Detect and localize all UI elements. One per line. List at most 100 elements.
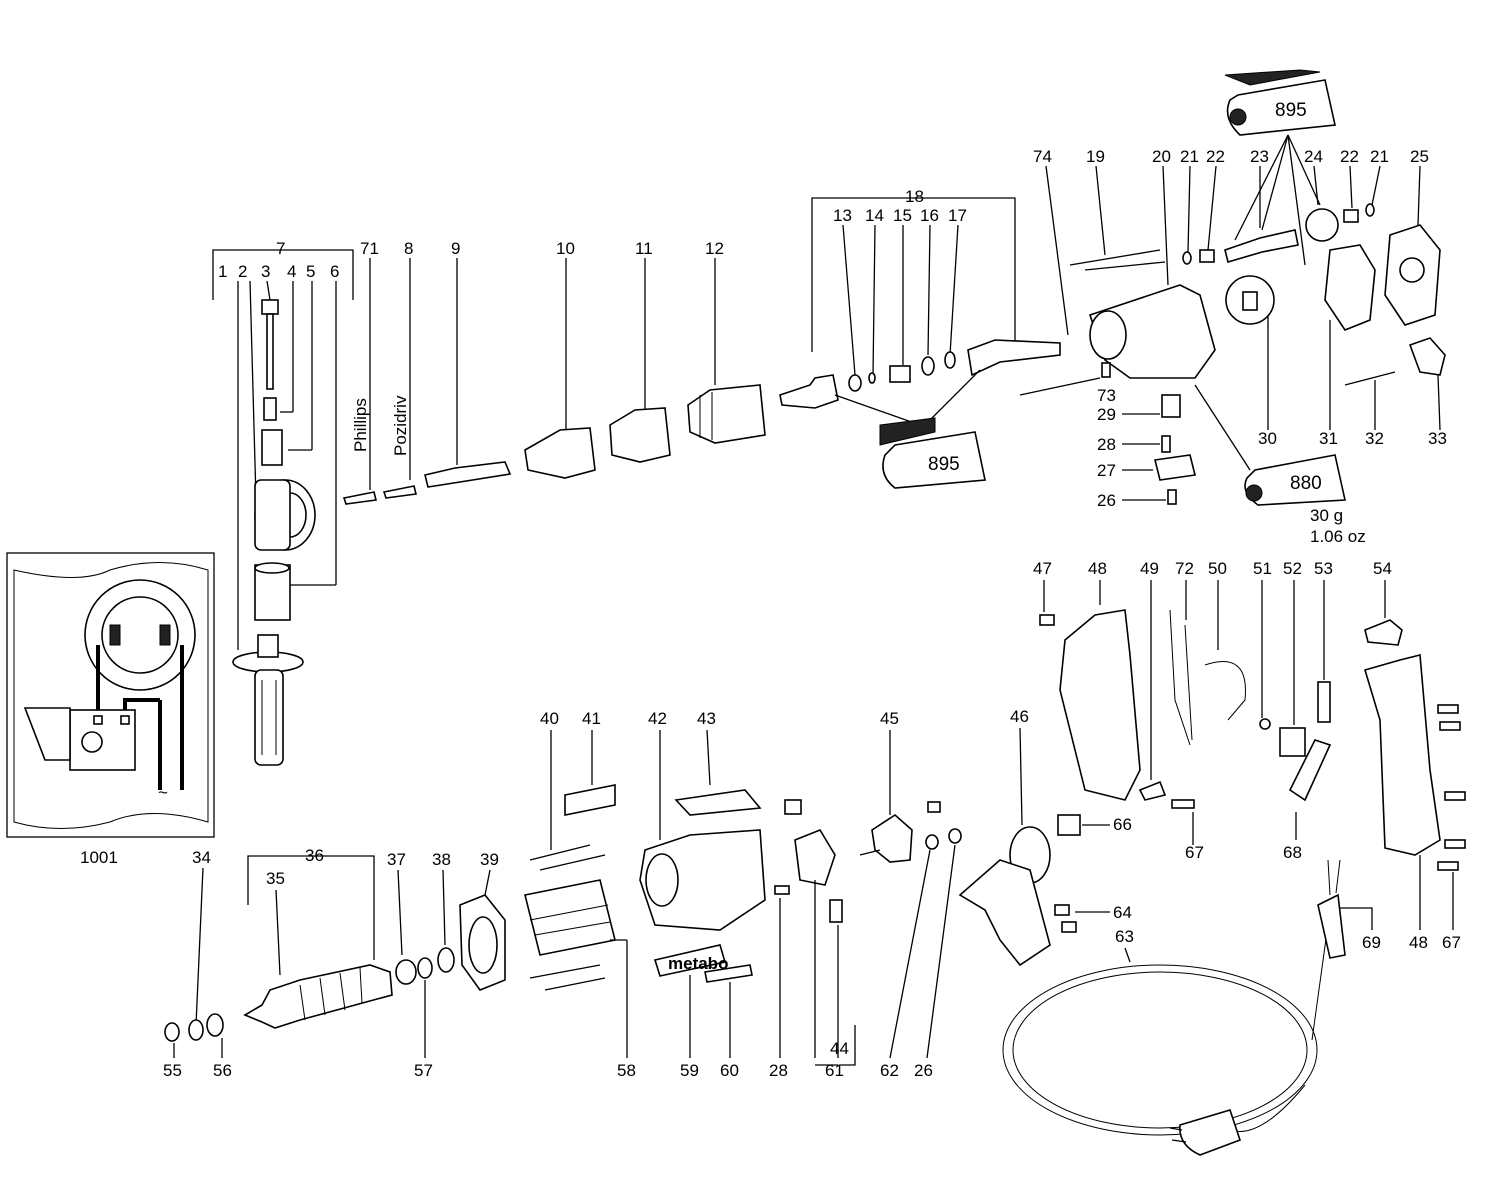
- label-6: 6: [330, 262, 339, 281]
- label-54: 54: [1373, 559, 1392, 578]
- phillips-label: Phillips: [351, 398, 370, 452]
- bit-holder: [424, 461, 512, 488]
- label-32: 32: [1365, 429, 1384, 448]
- switch-knob: [1161, 394, 1181, 418]
- label-34: 34: [192, 848, 211, 867]
- pozidriv-bit: [382, 485, 417, 499]
- label-18: 18: [905, 187, 924, 206]
- wiring-inset: ~: [6, 552, 215, 838]
- label-21b: 21: [1370, 147, 1389, 166]
- adjusting-ring: [687, 384, 766, 444]
- label-60: 60: [720, 1061, 739, 1080]
- label-74: 74: [1033, 147, 1052, 166]
- phillips-bit: [342, 491, 377, 505]
- label-37: 37: [387, 850, 406, 869]
- label-15: 15: [893, 206, 912, 225]
- label-21a: 21: [1180, 147, 1199, 166]
- label-36: 36: [305, 846, 324, 865]
- pozidriv-label: Pozidriv: [391, 395, 410, 456]
- gasket: [1324, 244, 1376, 331]
- label-68: 68: [1283, 843, 1302, 862]
- intermediate-shaft: [1224, 229, 1299, 264]
- grease-amount-imperial: 1.06 oz: [1310, 527, 1366, 546]
- brand-plate-text: metabo: [668, 954, 728, 973]
- grease-mid-label: 895: [928, 454, 960, 475]
- label-4: 4: [287, 262, 296, 281]
- side-handle-group: [212, 249, 354, 766]
- label-28a: 28: [1097, 435, 1116, 454]
- label-22a: 22: [1206, 147, 1225, 166]
- brush-holder: [794, 829, 836, 886]
- ac-symbol-icon: ~: [158, 783, 168, 802]
- carbon-brush-holder: [871, 813, 913, 863]
- trigger-lock: [1364, 619, 1403, 646]
- label-40: 40: [540, 709, 559, 728]
- label-45: 45: [880, 709, 899, 728]
- label-10: 10: [556, 239, 575, 258]
- data-label-43: [674, 789, 762, 816]
- label-67b: 67: [1442, 933, 1461, 952]
- spring-53: [1317, 681, 1331, 723]
- label-66: 66: [1113, 815, 1132, 834]
- handle-half-left: [1059, 609, 1141, 801]
- label-63: 63: [1115, 927, 1134, 946]
- label-16: 16: [920, 206, 939, 225]
- power-plug-icon: [1179, 1109, 1242, 1156]
- label-35: 35: [266, 869, 285, 888]
- motor-housing: [639, 829, 766, 931]
- label-plate-41: [564, 784, 616, 816]
- label-33: 33: [1428, 429, 1447, 448]
- label-57: 57: [414, 1061, 433, 1080]
- label-43: 43: [697, 709, 716, 728]
- label-28b: 28: [769, 1061, 788, 1080]
- handle-half-right: [1364, 653, 1441, 856]
- label-42: 42: [648, 709, 667, 728]
- label-23: 23: [1250, 147, 1269, 166]
- label-55: 55: [163, 1061, 182, 1080]
- brand-plate: [653, 944, 727, 977]
- grease-tube-icon: 895: [1224, 69, 1336, 136]
- label-61: 61: [825, 1061, 844, 1080]
- label-48b: 48: [1409, 933, 1428, 952]
- label-58: 58: [617, 1061, 636, 1080]
- label-12: 12: [705, 239, 724, 258]
- label-25: 25: [1410, 147, 1429, 166]
- label-48a: 48: [1088, 559, 1107, 578]
- label-8: 8: [404, 239, 413, 258]
- gear-24: [1305, 208, 1339, 242]
- label-29: 29: [1097, 405, 1116, 424]
- label-39: 39: [480, 850, 499, 869]
- switch: [958, 859, 1051, 967]
- label-67a: 67: [1185, 843, 1204, 862]
- label-30: 30: [1258, 429, 1277, 448]
- label-47: 47: [1033, 559, 1052, 578]
- grease-top-label: 895: [1275, 100, 1307, 121]
- label-51: 51: [1253, 559, 1272, 578]
- label-7: 7: [276, 239, 285, 258]
- spindle: [779, 374, 839, 409]
- brush-icon: [1224, 69, 1321, 86]
- label-26a: 26: [914, 1061, 933, 1080]
- label-9: 9: [451, 239, 460, 258]
- label-26b: 26: [1097, 491, 1116, 510]
- label-1: 1: [218, 262, 227, 281]
- label-64: 64: [1113, 903, 1132, 922]
- label-1001: 1001: [80, 848, 118, 867]
- label-31: 31: [1319, 429, 1338, 448]
- label-11: 11: [635, 239, 653, 258]
- label-14: 14: [865, 206, 884, 225]
- field-coil: [524, 879, 616, 956]
- label-49: 49: [1140, 559, 1159, 578]
- grease-tube-icon: 880: [1244, 454, 1346, 506]
- label-69: 69: [1362, 933, 1381, 952]
- grease-tube-icon: 895: [879, 417, 986, 489]
- label-13: 13: [833, 206, 852, 225]
- label-17: 17: [948, 206, 967, 225]
- label-52: 52: [1283, 559, 1302, 578]
- label-59: 59: [680, 1061, 699, 1080]
- grease-amount-metric: 30 g: [1310, 506, 1343, 525]
- label-27: 27: [1097, 461, 1116, 480]
- depth-stop-sleeve: [524, 427, 596, 479]
- label-19: 19: [1086, 147, 1105, 166]
- label-2: 2: [238, 262, 247, 281]
